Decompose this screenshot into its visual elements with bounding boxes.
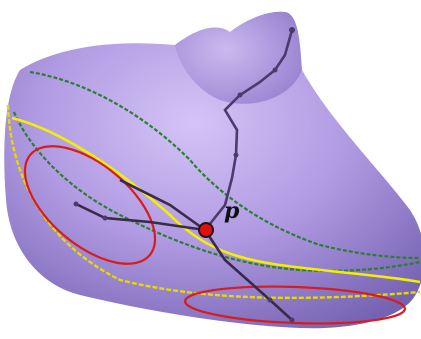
point-p-marker <box>199 223 213 237</box>
point-p-label: p <box>224 198 240 224</box>
